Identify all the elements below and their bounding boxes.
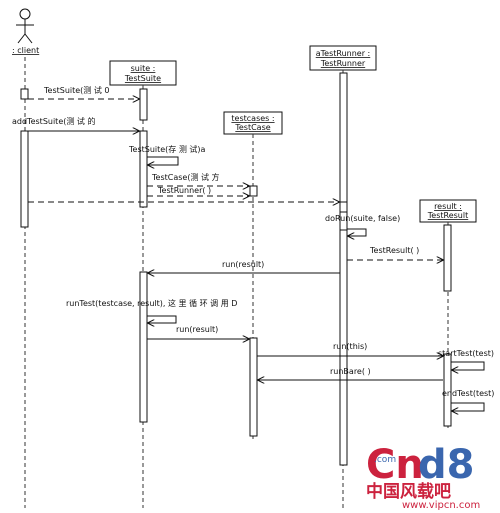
testcases-label-2: TestCase [234,123,270,132]
suite-object-box: suite : TestSuite [109,60,177,86]
msg-dorun-label: doRun(suite, false) [325,214,400,223]
msg-testsuite-self-arrow [147,156,179,165]
testcases-label-1: testcases : [231,114,274,123]
result-label-2: TestResult [427,211,468,220]
msg-testresult-create-label: TestResult( ) [369,246,419,255]
msg-starttest-self-arrow [451,361,485,370]
msg-runtest-self-arrow [147,315,177,323]
runner-activation-run [339,229,348,466]
msg-runtest-label: runTest(testcase, result), 这 里 循 环 调 用 D [66,298,237,308]
actor-head-icon [19,8,31,20]
msg-endtest-label: endTest(test) [442,389,494,398]
testcases-activation-2 [249,337,258,437]
watermark-logo: Cn .com d8 中国风载吧 www.vipcn.com [366,442,480,511]
testcases-activation-1 [249,185,258,197]
suite-activation-3 [139,271,148,423]
msg-runbare-label: runBare( ) [330,367,371,376]
result-object-box: result : TestResult [419,199,477,223]
testcases-object-box: testcases : TestCase [223,111,283,135]
suite-label-2: TestSuite [124,74,161,83]
msg-run-this-label: run(this) [333,342,367,351]
msg-testsuite-create-label: TestSuite(测 试 0 [43,85,109,95]
runner-label-1: aTestRunner : [316,49,371,58]
msg-endtest-self-arrow [451,402,485,411]
suite-activation-2 [139,130,148,208]
watermark-brand-com: .com [374,455,396,465]
msg-addtestsuite-label: addTestSuite(测 试 的 [12,116,95,126]
result-activation-1 [443,224,452,292]
watermark-brand-b: d8 [418,442,474,488]
msg-testsuite-self-label: TestSuite(存 测 试)a [128,144,206,154]
watermark-url: www.vipcn.com [402,500,480,511]
runner-label-2: TestRunner [320,59,366,68]
msg-run-result-testcase-label: run(result) [176,325,218,334]
suite-activation-1 [139,88,148,121]
runner-object-box: aTestRunner : TestRunner [309,45,377,71]
msg-testrunner-label: TestRunner( ) [157,186,211,195]
actor-right-leg-icon [24,33,33,44]
result-label-1: result : [434,202,462,211]
msg-run-result-suite-label: run(result) [222,260,264,269]
msg-dorun-self-arrow [347,228,367,236]
suite-label-1: suite : [131,64,156,73]
msg-starttest-label: startTest(test) [438,349,494,358]
result-activation-2 [443,353,452,427]
msg-testcase-create-label: TestCase(测 试 方 [151,172,220,182]
watermark-brand-a: Cn [366,442,424,488]
watermark-tagline: 中国风载吧 [366,481,451,502]
actor-left-leg-icon [17,33,26,44]
runner-activation-small [339,201,348,213]
client-actor: : client [12,8,39,55]
client-label: : client [12,46,39,55]
client-activation-2 [20,130,29,228]
client-activation-1 [20,88,29,100]
